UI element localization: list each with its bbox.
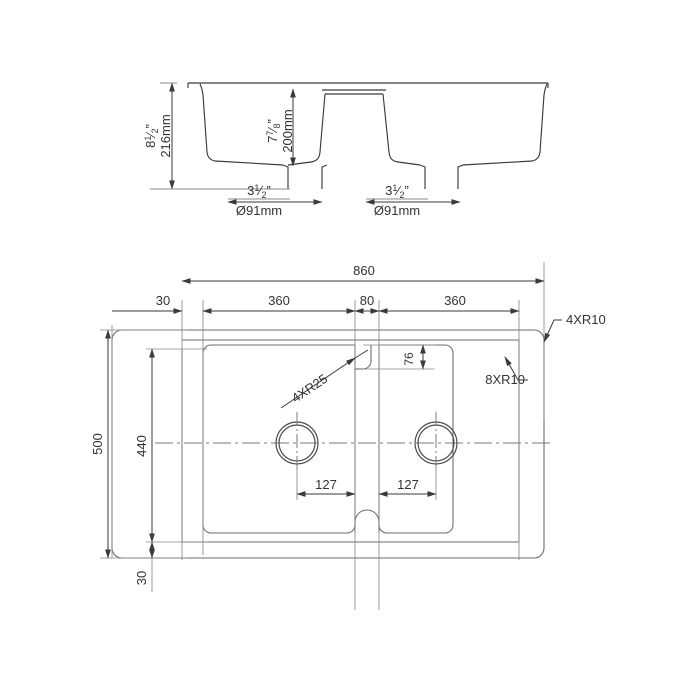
dim-200-metric: 200mm bbox=[280, 109, 295, 152]
dim-200-frac-num: 7 bbox=[265, 131, 275, 136]
section-divider-right-wall bbox=[382, 93, 421, 166]
dim-216-metric: 216mm bbox=[158, 114, 173, 157]
dim-left-bowl-360: 360 bbox=[202, 293, 356, 314]
plan-bowl-inner-rims bbox=[181, 339, 520, 543]
dim-360-right-label: 360 bbox=[444, 293, 466, 308]
dim-127-right-label: 127 bbox=[397, 477, 419, 492]
dim-30-left-label: 30 bbox=[156, 293, 170, 308]
section-view-geometry bbox=[187, 82, 549, 189]
plan-extension-lines bbox=[100, 262, 545, 610]
dim-right-drain-imperial: 31⁄2” bbox=[385, 183, 409, 200]
dim-440-label: 440 bbox=[134, 435, 149, 457]
plan-left-drain-hole bbox=[275, 412, 319, 474]
dim-30-bottom-label: 30 bbox=[134, 571, 149, 585]
dim-80-label: 80 bbox=[360, 293, 374, 308]
dim-right-drain-offset-127: 127 bbox=[378, 477, 437, 497]
callout-8xr10: 8XR10 bbox=[485, 356, 528, 387]
svg-text:81⁄2”: 81⁄2” bbox=[143, 124, 160, 148]
dim-bowl-depth-200: 77⁄8” 200mm bbox=[265, 88, 296, 167]
dim-left-drain-offset-127: 127 bbox=[296, 477, 356, 497]
dim-right-drain-metric: Ø91mm bbox=[374, 203, 420, 218]
dim-bottom-offset-30: 30 bbox=[134, 541, 155, 592]
section-left-drain-wall bbox=[282, 164, 289, 189]
dim-overall-height-500: 500 bbox=[90, 329, 111, 559]
callout-8xr10-label: 8XR10 bbox=[485, 372, 525, 387]
plan-right-bowl-outline bbox=[378, 344, 454, 534]
dim-inner-height-440: 440 bbox=[134, 348, 155, 543]
dim-216-unit: ” bbox=[143, 124, 158, 128]
plan-divider-bottom-arch bbox=[354, 509, 380, 533]
dim-76-label: 76 bbox=[402, 352, 416, 366]
dim-left-drain-91: 31⁄2” Ø91mm bbox=[227, 183, 323, 218]
plan-outer-outline bbox=[111, 329, 545, 559]
dim-left-offset-30: 30 bbox=[112, 293, 183, 314]
plan-view-geometry bbox=[111, 329, 545, 559]
dim-216-imperial-whole: 8 bbox=[143, 141, 158, 148]
callout-4xr25-label: 4XR25 bbox=[289, 371, 330, 406]
dim-right-bowl-360: 360 bbox=[378, 293, 520, 314]
section-center-right-drainwall bbox=[419, 164, 426, 189]
dim-right-drain-91: 31⁄2” Ø91mm bbox=[365, 183, 461, 218]
dim-200-imperial-whole: 7 bbox=[265, 136, 280, 143]
section-divider-left-wall bbox=[287, 93, 326, 166]
plan-rim-offset-left-bottom bbox=[181, 349, 519, 543]
section-right-bowl-wall bbox=[457, 83, 548, 189]
dim-overall-depth-216: 81⁄2” 216mm bbox=[143, 82, 177, 190]
dim-notch-depth-76: 76 bbox=[402, 344, 426, 370]
svg-text:77⁄8”: 77⁄8” bbox=[265, 119, 282, 143]
plan-right-drain-hole bbox=[414, 412, 458, 474]
dim-127-left-label: 127 bbox=[315, 477, 337, 492]
dim-216-frac-den: 2 bbox=[150, 128, 160, 133]
dim-500-label: 500 bbox=[90, 433, 105, 455]
dim-divider-80: 80 bbox=[354, 293, 380, 314]
dim-200-frac-den: 8 bbox=[272, 123, 282, 128]
callout-4xr10: 4XR10 bbox=[543, 312, 606, 343]
dim-860-label: 860 bbox=[353, 263, 375, 278]
callout-4xr10-label: 4XR10 bbox=[566, 312, 606, 327]
plan-left-bowl-outline bbox=[202, 344, 356, 534]
dim-overall-width-860: 860 bbox=[181, 263, 545, 284]
dim-left-drain-imperial: 31⁄2” bbox=[247, 183, 271, 200]
dim-left-drain-metric: Ø91mm bbox=[236, 203, 282, 218]
section-center-left-drainwall bbox=[321, 164, 328, 189]
dim-216-frac-num: 1 bbox=[143, 136, 153, 141]
section-left-bowl-wall bbox=[199, 83, 284, 166]
dim-360-left-label: 360 bbox=[268, 293, 290, 308]
dim-200-unit: ” bbox=[265, 119, 280, 123]
callout-4xr25: 4XR25 bbox=[280, 349, 369, 409]
